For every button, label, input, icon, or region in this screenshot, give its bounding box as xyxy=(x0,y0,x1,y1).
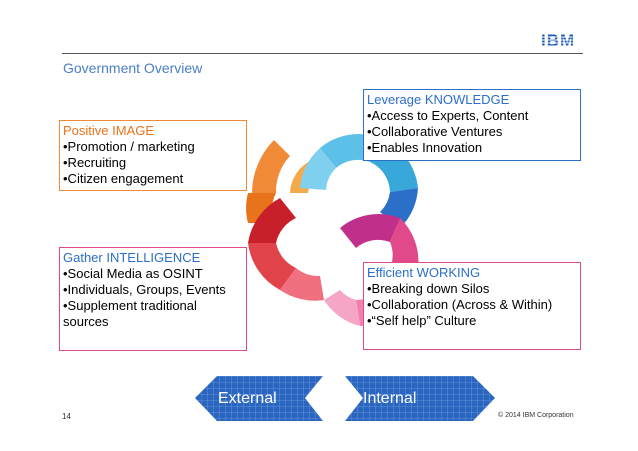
gather-intelligence-box: Gather INTELLIGENCE •Social Media as OSI… xyxy=(59,247,247,351)
header-rule xyxy=(62,53,583,54)
external-label: External xyxy=(218,390,277,407)
efficient-working-box: Efficient WORKING •Breaking down Silos •… xyxy=(363,262,581,350)
internal-label: Internal xyxy=(363,390,417,407)
list-item: •Access to Experts, Content xyxy=(367,108,529,123)
swirl-red-arc xyxy=(248,198,324,301)
external-internal-arrows xyxy=(195,376,495,421)
ibm-logo: IBM xyxy=(541,31,583,49)
list-item: •Social Media as OSINT xyxy=(63,266,203,281)
list-item: •Promotion / marketing xyxy=(63,139,195,154)
list-item: •Recruiting xyxy=(63,155,127,170)
list-item: •Citizen engagement xyxy=(63,171,184,186)
copyright-notice: © 2014 IBM Corporation xyxy=(498,412,574,419)
positive-image-box: Positive IMAGE •Promotion / marketing •R… xyxy=(59,120,247,191)
box-heading: Leverage KNOWLEDGE xyxy=(367,92,510,107)
page-number: 14 xyxy=(62,412,71,421)
list-item: •Collaboration (Across & Within) xyxy=(367,297,553,312)
leverage-knowledge-box: Leverage KNOWLEDGE •Access to Experts, C… xyxy=(363,89,581,161)
list-item: •Enables Innovation xyxy=(367,140,483,155)
external-arrow xyxy=(195,376,323,421)
list-item: •Breaking down Silos xyxy=(367,281,490,296)
box-heading: Efficient WORKING xyxy=(367,265,481,280)
list-item: •Supplement traditional sources xyxy=(63,298,197,329)
box-heading: Positive IMAGE xyxy=(63,123,155,138)
page-title: Government Overview xyxy=(63,60,203,76)
list-item: •“Self help” Culture xyxy=(367,313,477,328)
list-item: •Individuals, Groups, Events xyxy=(63,282,226,297)
list-item: •Collaborative Ventures xyxy=(367,124,503,139)
box-heading: Gather INTELLIGENCE xyxy=(63,250,201,265)
internal-arrow xyxy=(345,376,495,421)
